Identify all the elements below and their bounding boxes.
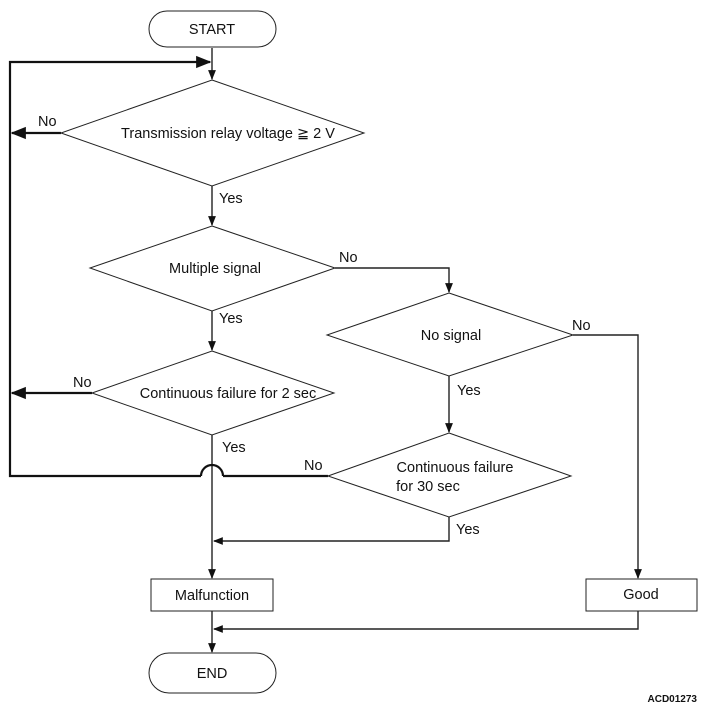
decision-no-signal [325, 292, 575, 377]
edge-label-cont2-no: No [73, 375, 92, 391]
decision-continuous-30sec-label-1: Continuous failure [397, 460, 514, 476]
good-label: Good [623, 587, 658, 603]
edge-label-cont30-yes: Yes [456, 522, 480, 538]
edge-label-multiple-no: No [339, 250, 358, 266]
malfunction-label: Malfunction [175, 588, 249, 604]
edge-label-voltage-no: No [38, 114, 57, 130]
start-label: START [189, 22, 235, 38]
decision-continuous-2sec-label: Continuous failure for 2 sec [140, 386, 317, 402]
edge-label-no-signal-yes: Yes [457, 383, 481, 399]
edge-label-multiple-yes: Yes [219, 311, 243, 327]
good-box [585, 578, 698, 612]
figure-code: ACD01273 [648, 694, 698, 705]
edge-label-voltage-yes: Yes [219, 191, 243, 207]
malfunction-box [150, 578, 274, 612]
decision-continuous-2sec [90, 350, 336, 436]
loop-back-line [8, 55, 212, 478]
connector-good-merge [213, 611, 639, 633]
edge-label-no-signal-no: No [572, 318, 591, 334]
edge-label-cont30-no: No [304, 458, 323, 474]
decision-continuous-30sec [326, 432, 573, 518]
connector-no-signal-no [573, 334, 642, 579]
decision-multiple-signal-label: Multiple signal [169, 261, 261, 277]
decision-voltage-label: Transmission relay voltage ≧ 2 V [121, 126, 335, 142]
decision-no-signal-label: No signal [421, 328, 481, 344]
connector-cont30-yes [213, 517, 450, 545]
connector-multiple-no [335, 267, 453, 293]
start-terminal [148, 10, 277, 48]
loop-hop-arc [199, 463, 225, 477]
decision-voltage [59, 79, 366, 187]
end-label: END [197, 666, 228, 682]
decision-multiple-signal [88, 225, 337, 312]
end-terminal [148, 652, 277, 694]
edge-label-cont2-yes: Yes [222, 440, 246, 456]
decision-continuous-30sec-label-2: for 30 sec [396, 479, 460, 495]
